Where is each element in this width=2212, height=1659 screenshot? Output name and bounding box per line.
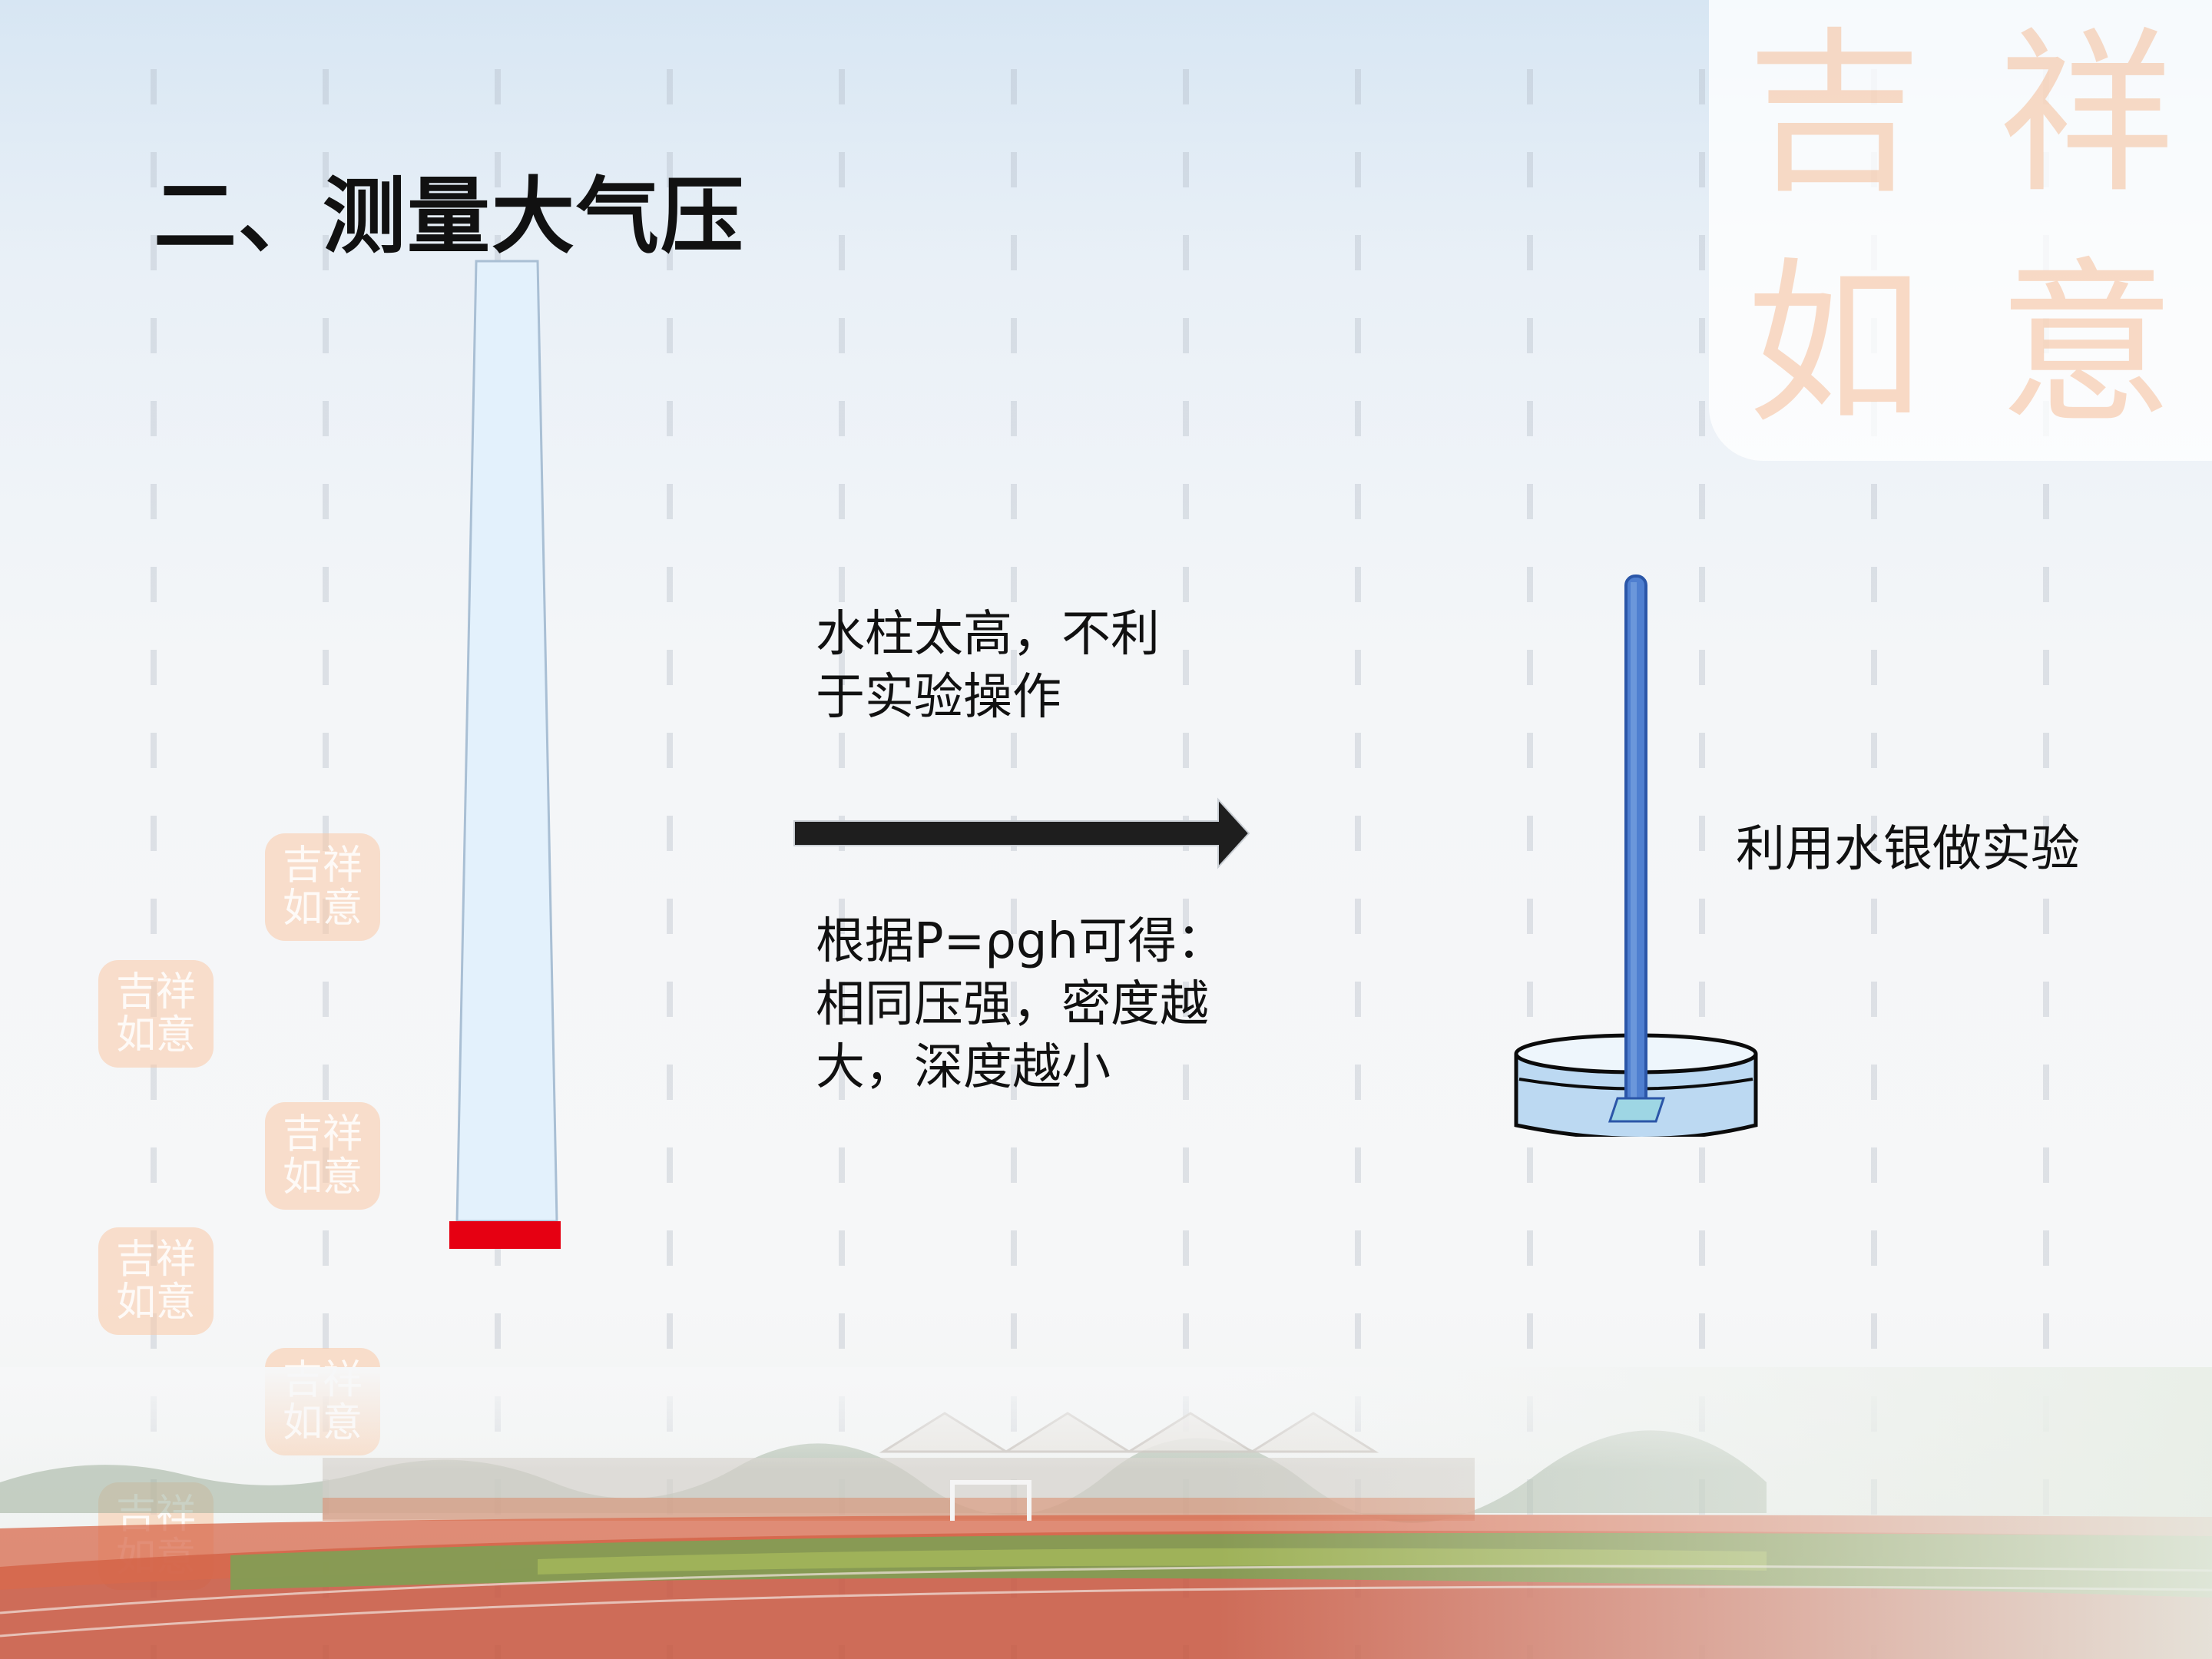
caption-density-formula: 根据P=ρgh可得： 相同压强，密度越 大，深度越小 [816,913,1227,1096]
grid-line [1011,69,1017,1659]
mercury-barometer-diagram [1514,575,1758,1137]
grid-line [2043,69,2049,1659]
grid-line [151,69,157,1659]
seal-glyph: 如 [1746,243,1923,448]
seal-logo-large: 吉 祥 如 意 [1709,0,2212,461]
stadium-background [0,1367,2212,1659]
grid-line [667,69,673,1659]
grid-line [1183,69,1189,1659]
seal-glyphs: 吉 祥 如 意 [1709,0,2212,461]
grid-line [1527,69,1533,1659]
seal-glyph: 祥 [1998,12,2175,217]
caption-water-too-high: 水柱太高，不利 于实验操作 [816,606,1160,726]
water-column-tube [455,260,558,1223]
grid-line [1355,69,1361,1659]
grid-line [1699,69,1705,1659]
seal-glyph: 意 [1998,243,2175,448]
seal-logo-small: 吉祥如意 [265,1102,380,1210]
seal-glyph: 吉 [1746,12,1923,217]
red-base [449,1221,561,1249]
grid-line [839,69,845,1659]
seal-logo-small: 吉祥如意 [98,960,214,1068]
slide-title: 二、测量大气压 [154,168,746,265]
seal-logo-small: 吉祥如意 [265,833,380,941]
seal-logo-small: 吉祥如意 [98,1227,214,1335]
caption-use-mercury: 利用水银做实验 [1736,821,2080,878]
grid-line [1871,69,1877,1659]
right-arrow-icon [793,797,1250,869]
water-column-diagram [449,260,561,1249]
